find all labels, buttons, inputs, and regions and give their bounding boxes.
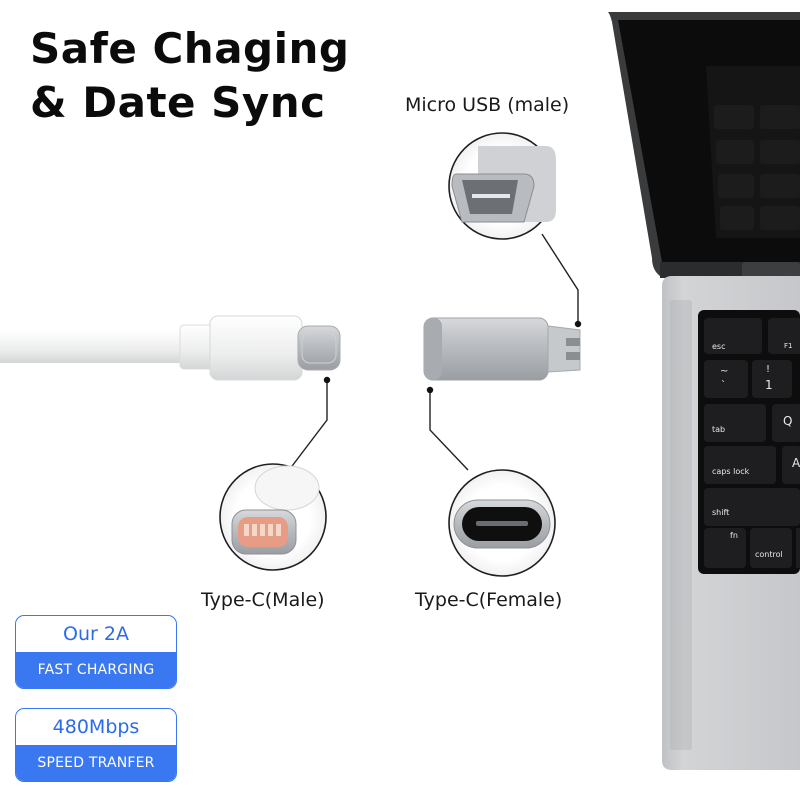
key-exclaim: ! bbox=[766, 364, 771, 375]
leader-lines bbox=[282, 233, 579, 479]
key-a: A bbox=[792, 456, 800, 470]
type-c-female-label: Type-C(Female) bbox=[415, 589, 563, 611]
badge-charging-value: Our 2A bbox=[63, 623, 129, 645]
laptop bbox=[608, 12, 800, 770]
headline-line-1: Safe Chaging bbox=[30, 24, 350, 73]
type-c-cable bbox=[0, 315, 341, 381]
speed-transfer-badge: 480Mbps SPEED TRANFER bbox=[15, 708, 177, 782]
type-c-male-detail bbox=[219, 463, 327, 571]
key-tab: tab bbox=[712, 425, 726, 434]
keyboard bbox=[704, 318, 800, 568]
key-shift: shift bbox=[712, 508, 730, 517]
key-tilde: ~ bbox=[720, 366, 729, 377]
badge-speed-caption: SPEED TRANFER bbox=[16, 745, 176, 781]
micro-usb-label: Micro USB (male) bbox=[405, 94, 570, 116]
key-control: control bbox=[755, 550, 783, 559]
key-esc: esc bbox=[712, 342, 726, 351]
micro-usb-detail bbox=[448, 132, 556, 240]
fast-charging-badge: Our 2A FAST CHARGING bbox=[15, 615, 177, 689]
badge-speed-value: 480Mbps bbox=[52, 716, 140, 738]
pointer-dot-male bbox=[323, 376, 331, 384]
key-q: Q bbox=[783, 414, 793, 428]
key-caps-lock: caps lock bbox=[712, 467, 750, 476]
badge-charging-caption: FAST CHARGING bbox=[16, 652, 176, 688]
key-fn: fn bbox=[730, 531, 738, 540]
headline-line-2: & Date Sync bbox=[30, 78, 326, 127]
headline: Safe Chaging & Date Sync bbox=[30, 22, 349, 130]
key-backtick: ` bbox=[721, 380, 726, 391]
key-f1: F1 bbox=[784, 342, 793, 350]
type-c-male-label: Type-C(Male) bbox=[201, 589, 325, 611]
pointer-dot-micro bbox=[574, 320, 582, 328]
type-c-female-detail bbox=[448, 469, 556, 577]
key-1: 1 bbox=[765, 378, 773, 392]
usb-adapter bbox=[423, 317, 581, 381]
pointer-dot-female bbox=[426, 386, 434, 394]
